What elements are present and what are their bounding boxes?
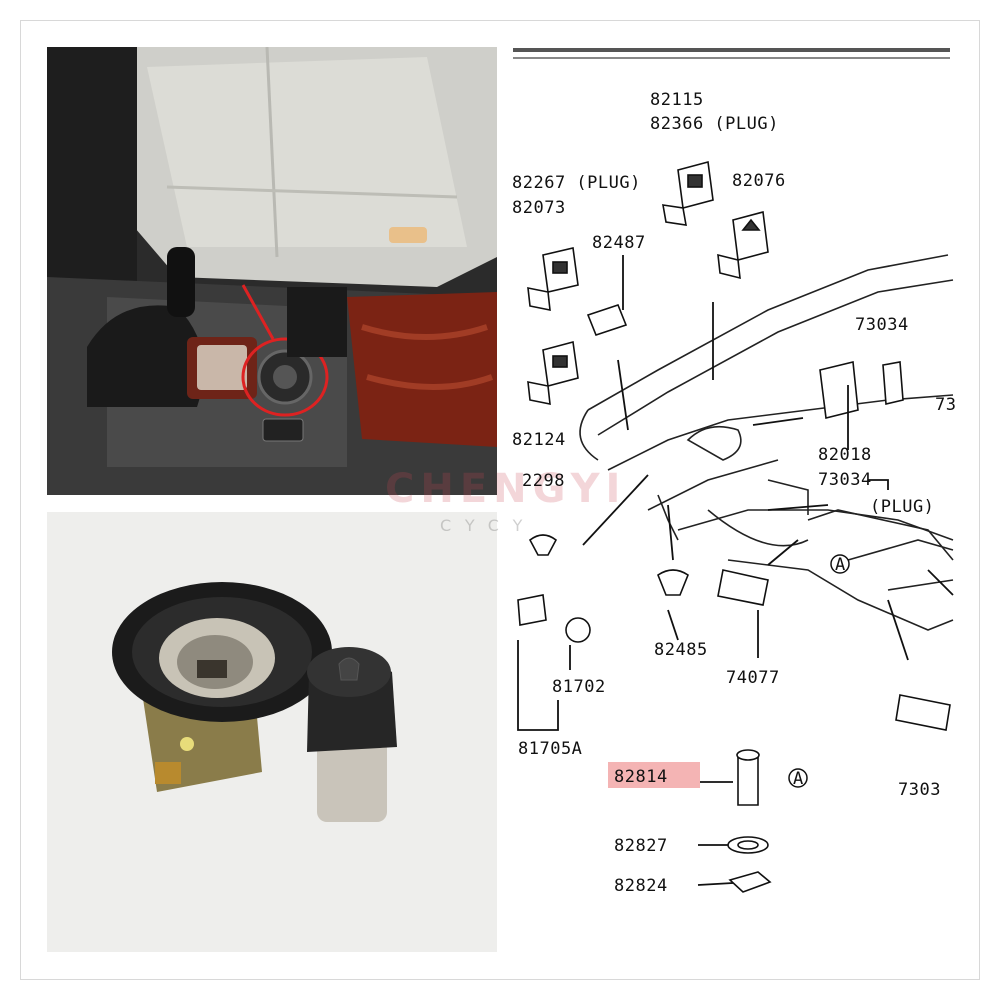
ref-a-2: A (793, 769, 804, 789)
watermark-sub: CYCY (440, 516, 537, 535)
interior-photo (47, 47, 497, 495)
label-73034-c: 7303 (898, 780, 941, 800)
label-81702: 81702 (552, 677, 606, 697)
label-82814: 82814 (614, 767, 668, 787)
label-81705a: 81705A (518, 739, 582, 759)
ref-a-1: A (835, 555, 846, 575)
image-frame (20, 20, 980, 980)
label-82485: 82485 (654, 640, 708, 660)
part-photo (47, 512, 497, 952)
label-82267-plug: 82267 (PLUG) (512, 173, 641, 193)
label-82115: 82115 (650, 90, 704, 110)
label-2298: 2298 (522, 471, 565, 491)
label-82124: 82124 (512, 430, 566, 450)
watermark-brand: CHENGYI (385, 466, 627, 512)
label-73034-a: 73034 (855, 315, 909, 335)
parts-diagram: 82115 82366 (PLUG) 82267 (PLUG) 82073 82… (508, 40, 960, 970)
label-82018: 82018 (818, 445, 872, 465)
label-plug: (PLUG) (870, 497, 934, 517)
label-82366-plug: 82366 (PLUG) (650, 114, 779, 134)
label-82487: 82487 (592, 233, 646, 253)
part-highlight (608, 762, 700, 788)
label-73034-b: 73034 (818, 470, 872, 490)
label-73-cut: 73 (935, 395, 956, 415)
label-82076: 82076 (732, 171, 786, 191)
label-82827: 82827 (614, 836, 668, 856)
label-74077: 74077 (726, 668, 780, 688)
label-82073: 82073 (512, 198, 566, 218)
label-82824: 82824 (614, 876, 668, 896)
